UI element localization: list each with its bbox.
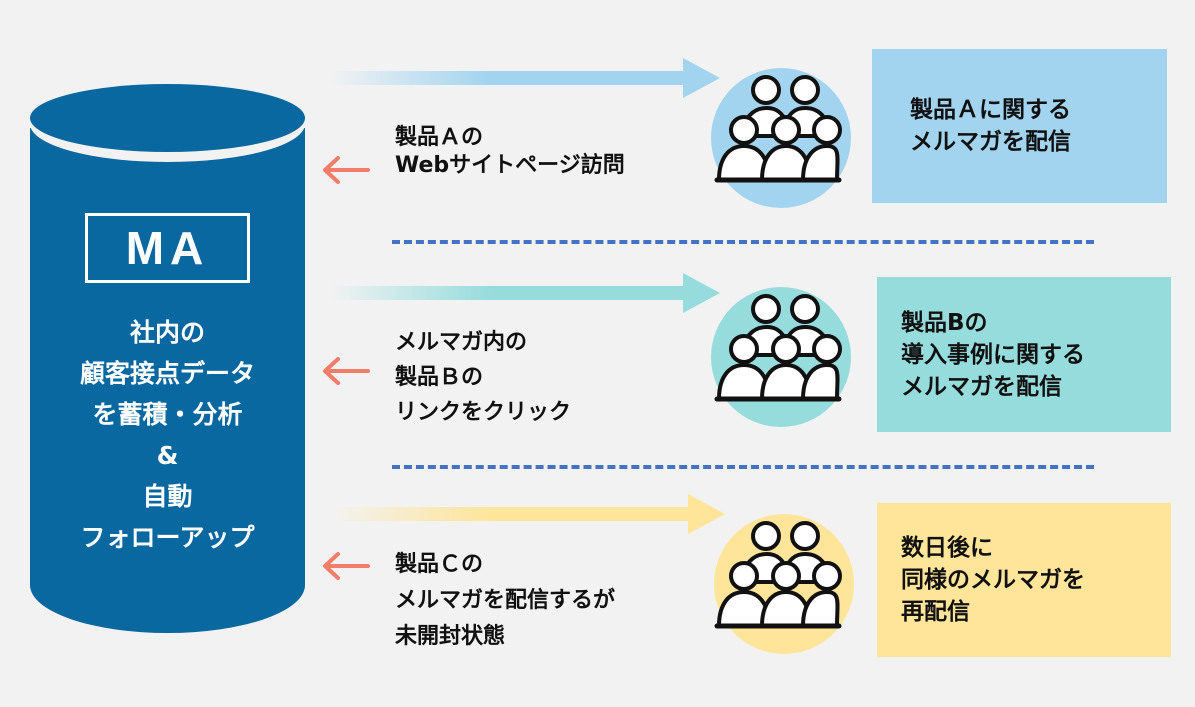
action-line: メルマガを配信 [910,129,1071,155]
trigger-line: 製品Ｂの [395,365,484,390]
cylinder-body [30,128,305,633]
ma-description-line: を蓄積・分析 [92,400,243,429]
trigger-line: 未開封状態 [395,624,506,649]
people-group-icon [713,516,843,636]
row-divider [392,240,1094,244]
trigger-line: リンクをクリック [395,400,572,425]
back-arrow-icon [323,357,370,385]
trigger-line: メルマガ内の [395,330,528,355]
people-group-icon [713,289,843,409]
people-group-icon [713,70,843,190]
ma-description-line: 顧客接点データ [79,359,255,388]
action-line: 製品Bの [901,309,988,336]
trigger-line: 製品Ａの [395,125,484,150]
trigger-line: Webサイトページ訪問 [395,153,625,178]
trigger-label-b: メルマガ内の 製品Ｂの リンクをクリック [395,325,571,430]
ma-description: 社内の 顧客接点データ を蓄積・分析 & 自動 フォローアップ [30,312,305,558]
ma-title: MA [125,222,210,274]
action-line: 製品Ａに関する [910,97,1071,123]
ma-database-cylinder [30,84,305,633]
action-line: 同様のメルマガを [901,567,1085,593]
back-arrow-icon [323,156,370,184]
trigger-label-a: 製品Ａの Webサイトページ訪問 [395,124,625,180]
ma-description-line: 自動 [142,482,193,511]
action-line: 導入事例に関する [901,341,1085,368]
action-box-c: 数日後に 同様のメルマガを 再配信 [877,503,1171,657]
action-box-b: 製品Bの 導入事例に関する メルマガを配信 [877,277,1171,432]
action-line: メルマガを配信 [901,373,1062,400]
ma-description-line: 社内の [129,318,205,347]
ma-description-line: & [156,441,179,470]
trigger-line: 製品Ｃの [395,552,484,577]
trigger-line: メルマガを配信するが [395,588,616,613]
back-arrow-icon [323,552,370,580]
cylinder-top [30,84,305,152]
ma-title-box: MA [85,213,250,283]
row-divider [392,465,1094,469]
trigger-label-c: 製品Ｃの メルマガを配信するが 未開封状態 [395,547,615,655]
action-box-a: 製品Ａに関する メルマガを配信 [872,49,1167,203]
action-line: 数日後に [901,535,993,561]
action-line: 再配信 [901,599,970,625]
ma-description-line: フォローアップ [80,523,255,552]
